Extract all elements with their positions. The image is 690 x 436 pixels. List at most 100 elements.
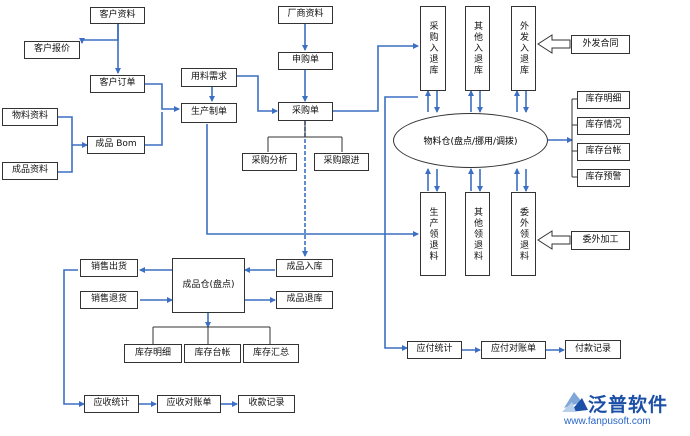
node-other-inbound[interactable]: 其他入退库 [465,6,490,91]
link-inventory-rail [571,98,577,178]
node-fg-inventory-detail[interactable]: 库存明细 [124,344,182,363]
node-inventory-status[interactable]: 库存情况 [577,117,630,135]
node-label: 厂商资料 [287,9,324,20]
link-requirement-to-purchase [237,75,278,114]
node-sales-return[interactable]: 销售退货 [80,291,138,309]
node-purchase-tracking[interactable]: 采购跟进 [314,153,369,171]
node-label: 成品退库 [286,294,323,305]
node-product-return[interactable]: 成品退库 [276,291,333,309]
node-purchase-inbound[interactable]: 采购入退库 [420,6,446,91]
node-material-warehouse[interactable]: 物料仓(盘点/挪用/调拨) [393,113,548,168]
node-label: 销售退货 [90,294,127,305]
link-customer-to-quote [79,24,119,44]
node-label: 委外领退料 [518,206,528,262]
node-label: 库存明细 [134,347,171,358]
node-customer-info[interactable]: 客户资料 [90,7,145,24]
node-outsource-contract[interactable]: 外发合同 [571,35,630,54]
node-product-bom[interactable]: 成品 Bom [87,136,145,154]
node-supplier-info[interactable]: 厂商资料 [278,6,333,24]
link-product-to-bom [58,145,73,173]
node-label: 付款记录 [574,343,611,354]
link-order-to-production [145,83,180,112]
node-label: 采购分析 [251,156,288,167]
node-label: 委外加工 [582,234,619,245]
node-label: 物料资料 [11,111,48,122]
node-purchase-order[interactable]: 采购单 [278,102,333,121]
brand-logo: 泛普软件 www.fanpusoft.com [560,388,686,434]
node-other-issue[interactable]: 其他领退料 [465,192,490,276]
node-payable-stats[interactable]: 应付统计 [407,341,462,359]
node-label: 应收统计 [93,398,130,409]
node-customer-quote[interactable]: 客户报价 [24,41,80,59]
node-label: 成品 Bom [95,139,137,150]
link-analysis-rail [267,121,343,152]
contract-arrow [537,34,571,54]
node-receipt-record[interactable]: 收款记录 [238,395,295,413]
node-label: 收款记录 [248,398,285,409]
node-label: 应收对账单 [166,398,212,409]
logo-url: www.fanpusoft.com [564,416,651,427]
node-label: 应付统计 [416,344,453,355]
link-reports-rail [152,326,271,344]
processing-arrow [537,230,571,250]
node-label: 其他入退库 [472,21,482,76]
node-label: 用料需求 [190,71,227,82]
node-product-info[interactable]: 成品资料 [2,162,58,180]
node-receivable-reconcile[interactable]: 应收对账单 [157,395,221,413]
node-outsource-processing[interactable]: 委外加工 [571,231,630,250]
logo-mark-icon [562,392,588,412]
node-inventory-alert[interactable]: 库存预警 [577,169,630,187]
node-inventory-detail[interactable]: 库存明细 [577,91,630,109]
node-label: 成品仓(盘点) [182,279,235,290]
node-payable-reconcile[interactable]: 应付对账单 [481,341,546,359]
node-purchase-analysis[interactable]: 采购分析 [242,153,297,171]
node-label: 应付对账单 [490,344,536,355]
node-outsource-inbound[interactable]: 外发入退库 [511,6,536,91]
node-label: 其他领退料 [472,206,482,262]
node-label: 库存明细 [585,94,622,105]
node-sales-outbound[interactable]: 销售出货 [80,259,138,277]
node-label: 外发入退库 [518,21,528,76]
node-label: 外发合同 [582,38,619,49]
link-inbound-to-payable [384,96,418,351]
node-label: 采购入退库 [427,21,438,76]
node-purchase-request[interactable]: 申购单 [278,52,333,70]
node-label: 库存情况 [585,120,622,131]
node-label: 生产制单 [190,107,227,118]
node-fg-inventory-summary[interactable]: 库存汇总 [243,344,299,363]
node-label: 成品资料 [11,165,48,176]
node-customer-order[interactable]: 客户订单 [90,75,145,93]
node-material-info[interactable]: 物料资料 [2,108,58,126]
link-purchase-to-inbound [332,43,419,112]
node-fg-inventory-ledger[interactable]: 库存台帐 [184,344,241,363]
node-label: 库存台帐 [585,146,622,157]
node-label: 物料仓(盘点/挪用/调拨) [423,137,518,147]
node-label: 生产领退料 [427,206,438,262]
node-payment-record[interactable]: 付款记录 [565,340,621,359]
link-bom-to-production [145,112,163,146]
node-receivable-stats[interactable]: 应收统计 [84,395,139,413]
link-production-to-issue [206,124,419,237]
node-label: 客户资料 [99,9,136,20]
node-production-order[interactable]: 生产制单 [181,103,237,123]
node-production-issue[interactable]: 生产领退料 [420,192,446,276]
link-material-to-bom [58,116,88,148]
node-product-inbound[interactable]: 成品入库 [276,259,333,277]
node-label: 申购单 [291,55,319,66]
node-label: 库存预警 [585,172,622,183]
node-inventory-ledger[interactable]: 库存台帐 [577,143,630,161]
link-sales-to-receivable [63,269,85,407]
node-outsource-issue[interactable]: 委外领退料 [511,192,536,276]
node-material-requirement[interactable]: 用料需求 [181,68,237,87]
node-label: 库存台帐 [194,347,231,358]
node-label: 成品入库 [286,262,323,273]
node-label: 采购跟进 [323,156,360,167]
node-product-warehouse[interactable]: 成品仓(盘点) [172,258,245,313]
node-label: 客户报价 [33,44,70,55]
logo-name: 泛普软件 [588,394,669,416]
node-label: 库存汇总 [252,347,289,358]
node-label: 采购单 [291,105,319,116]
node-label: 销售出货 [90,262,127,273]
